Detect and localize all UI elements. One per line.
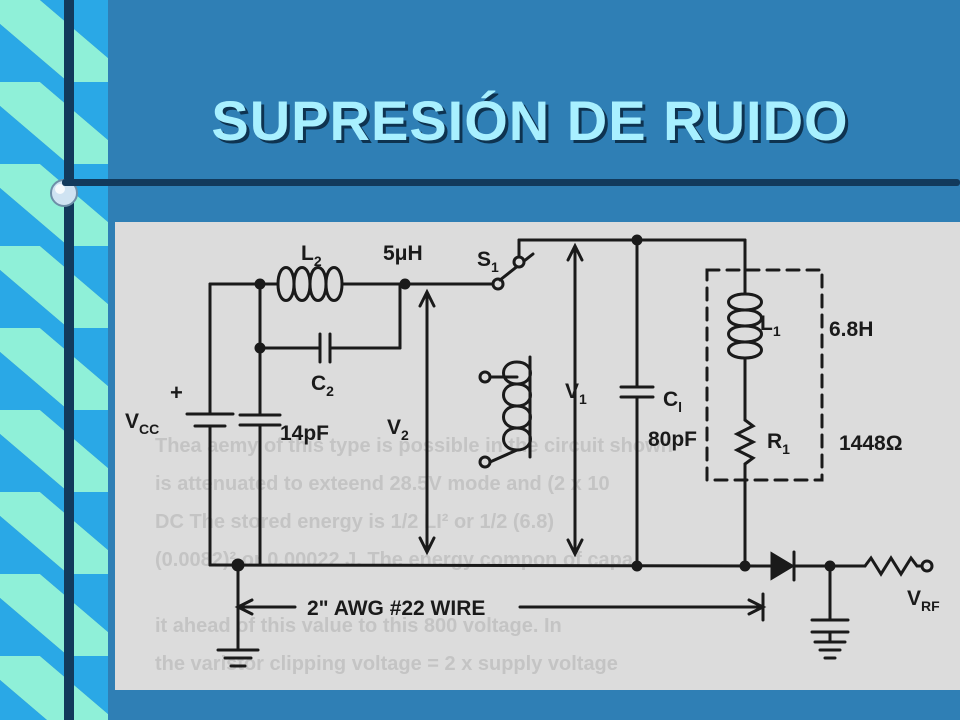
label-cl-value: 80pF: [648, 428, 697, 451]
output-terminal: [920, 559, 934, 573]
capacitor-14pf: [238, 346, 282, 567]
circuit-diagram-photo: Thea aemy of this type is possible in th…: [115, 222, 960, 690]
bg-text-line: the varistor clipping voltage = 2 x supp…: [155, 653, 618, 675]
ground-symbol: [813, 640, 847, 660]
dashed-enclosure: [705, 268, 824, 482]
wire-length-arrow: [234, 592, 767, 622]
label-l2: L2: [301, 242, 322, 269]
label-s1: S1: [477, 248, 499, 275]
capacitor-c2: [258, 332, 402, 364]
slide-title: SUPRESIÓN DE RUIDO: [211, 89, 849, 152]
inductor-l2: [258, 266, 407, 302]
resistor-r1: [733, 418, 757, 466]
ground-symbol: [216, 648, 260, 668]
label-wire: 2" AWG #22 WIRE: [307, 597, 485, 620]
label-c2: C2: [311, 372, 334, 399]
v2-arrow: [418, 288, 436, 556]
label-vcc-polarity: +: [170, 380, 183, 405]
bg-text-line: it ahead of this value to this 800 volta…: [155, 615, 562, 637]
output-capacitor: [810, 564, 850, 644]
label-l2-value: 5μH: [383, 242, 423, 265]
label-l1: L1: [760, 312, 781, 339]
switch-s1: [491, 238, 535, 291]
capacitor-cl: [619, 238, 655, 568]
diode: [743, 550, 839, 582]
wire-bottom-rail: [208, 563, 772, 568]
bg-text-line: DC The stored energy is 1/2 LI² or 1/2 (…: [155, 511, 554, 533]
label-cl: Cl: [663, 388, 682, 415]
label-14pf: 14pF: [280, 422, 329, 445]
pickup-coil: [478, 355, 532, 469]
label-vrf: VRF: [907, 587, 940, 614]
label-r1: R1: [767, 430, 790, 457]
title-divider-bar: [62, 179, 960, 186]
output-resistor: [863, 555, 923, 577]
bg-text-line: Thea aemy of this type is possible in th…: [155, 435, 673, 457]
bg-text-line: (0.0082)² or 0.00022 J. The energy compo…: [155, 549, 634, 571]
decorative-diagonal-strip: [0, 0, 108, 720]
circuit-diagram: Thea aemy of this type is possible in th…: [125, 234, 940, 675]
background-page-text: Thea aemy of this type is possible in th…: [155, 435, 673, 675]
label-r1-value: 1448Ω: [839, 432, 903, 455]
v1-arrow: [566, 242, 584, 558]
label-vcc: VCC: [125, 410, 159, 437]
inductor-l1: [727, 292, 763, 360]
label-v2: V2: [387, 416, 409, 443]
label-l1-value: 6.8H: [829, 318, 873, 341]
bg-text-line: is attenuated to exteend 28.5V mode and …: [155, 473, 610, 495]
label-v1: V1: [565, 380, 587, 407]
